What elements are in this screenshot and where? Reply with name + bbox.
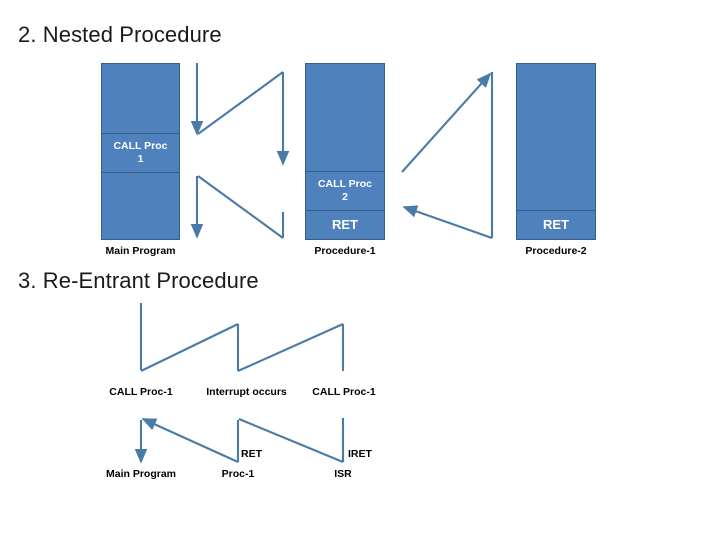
box-segment-blank-top xyxy=(306,64,384,172)
arrow-reentrant-return-diagonal-1 xyxy=(141,418,239,463)
box-caption-procedure-1: Procedure-1 xyxy=(314,245,376,257)
box-segment-ret: RET xyxy=(517,211,595,239)
page-title-reentrant-procedure: 3. Re-Entrant Procedure xyxy=(18,268,259,293)
flow-label-interrupt-occurs: Interrupt occurs xyxy=(206,386,287,398)
arrow-reentrant-call-diagonal-1 xyxy=(140,323,239,372)
flow-label-iret: IRET xyxy=(348,448,372,460)
box-segment-blank-bottom xyxy=(102,173,179,239)
flow-label-isr: ISR xyxy=(334,468,352,480)
arrow-proc2-return-diagonal xyxy=(402,205,493,239)
flow-label-ret: RET xyxy=(241,448,262,460)
box-segment-blank-top xyxy=(102,64,179,134)
flow-label-call-proc-1-second: CALL Proc-1 xyxy=(312,386,376,398)
arrow-reentrant-call-diagonal-2 xyxy=(237,323,344,372)
stack-box-procedure-2: RET xyxy=(516,63,596,240)
box-segment-blank-top xyxy=(517,64,595,212)
flow-label-main-program: Main Program xyxy=(105,468,176,480)
box-segment-call-proc-1: CALL Proc 1 xyxy=(102,134,179,173)
arrow-proc1-to-proc2-diagonal xyxy=(401,72,492,173)
flow-label-proc-1: Proc-1 xyxy=(221,468,255,480)
stack-box-main-program: CALL Proc 1 xyxy=(101,63,180,240)
box-segment-call-proc-2: CALL Proc 2 xyxy=(306,171,384,212)
arrow-proc1-return-diagonal xyxy=(197,175,284,239)
flow-label-call-proc-1-first: CALL Proc-1 xyxy=(109,386,173,398)
box-segment-ret: RET xyxy=(306,211,384,239)
box-caption-procedure-2: Procedure-2 xyxy=(525,245,587,257)
stack-box-procedure-1: CALL Proc 2 RET xyxy=(305,63,385,240)
box-caption-main-program: Main Program xyxy=(105,245,176,257)
page-title-nested-procedure: 2. Nested Procedure xyxy=(18,22,222,47)
arrow-proc1-call-diagonal xyxy=(197,71,284,135)
